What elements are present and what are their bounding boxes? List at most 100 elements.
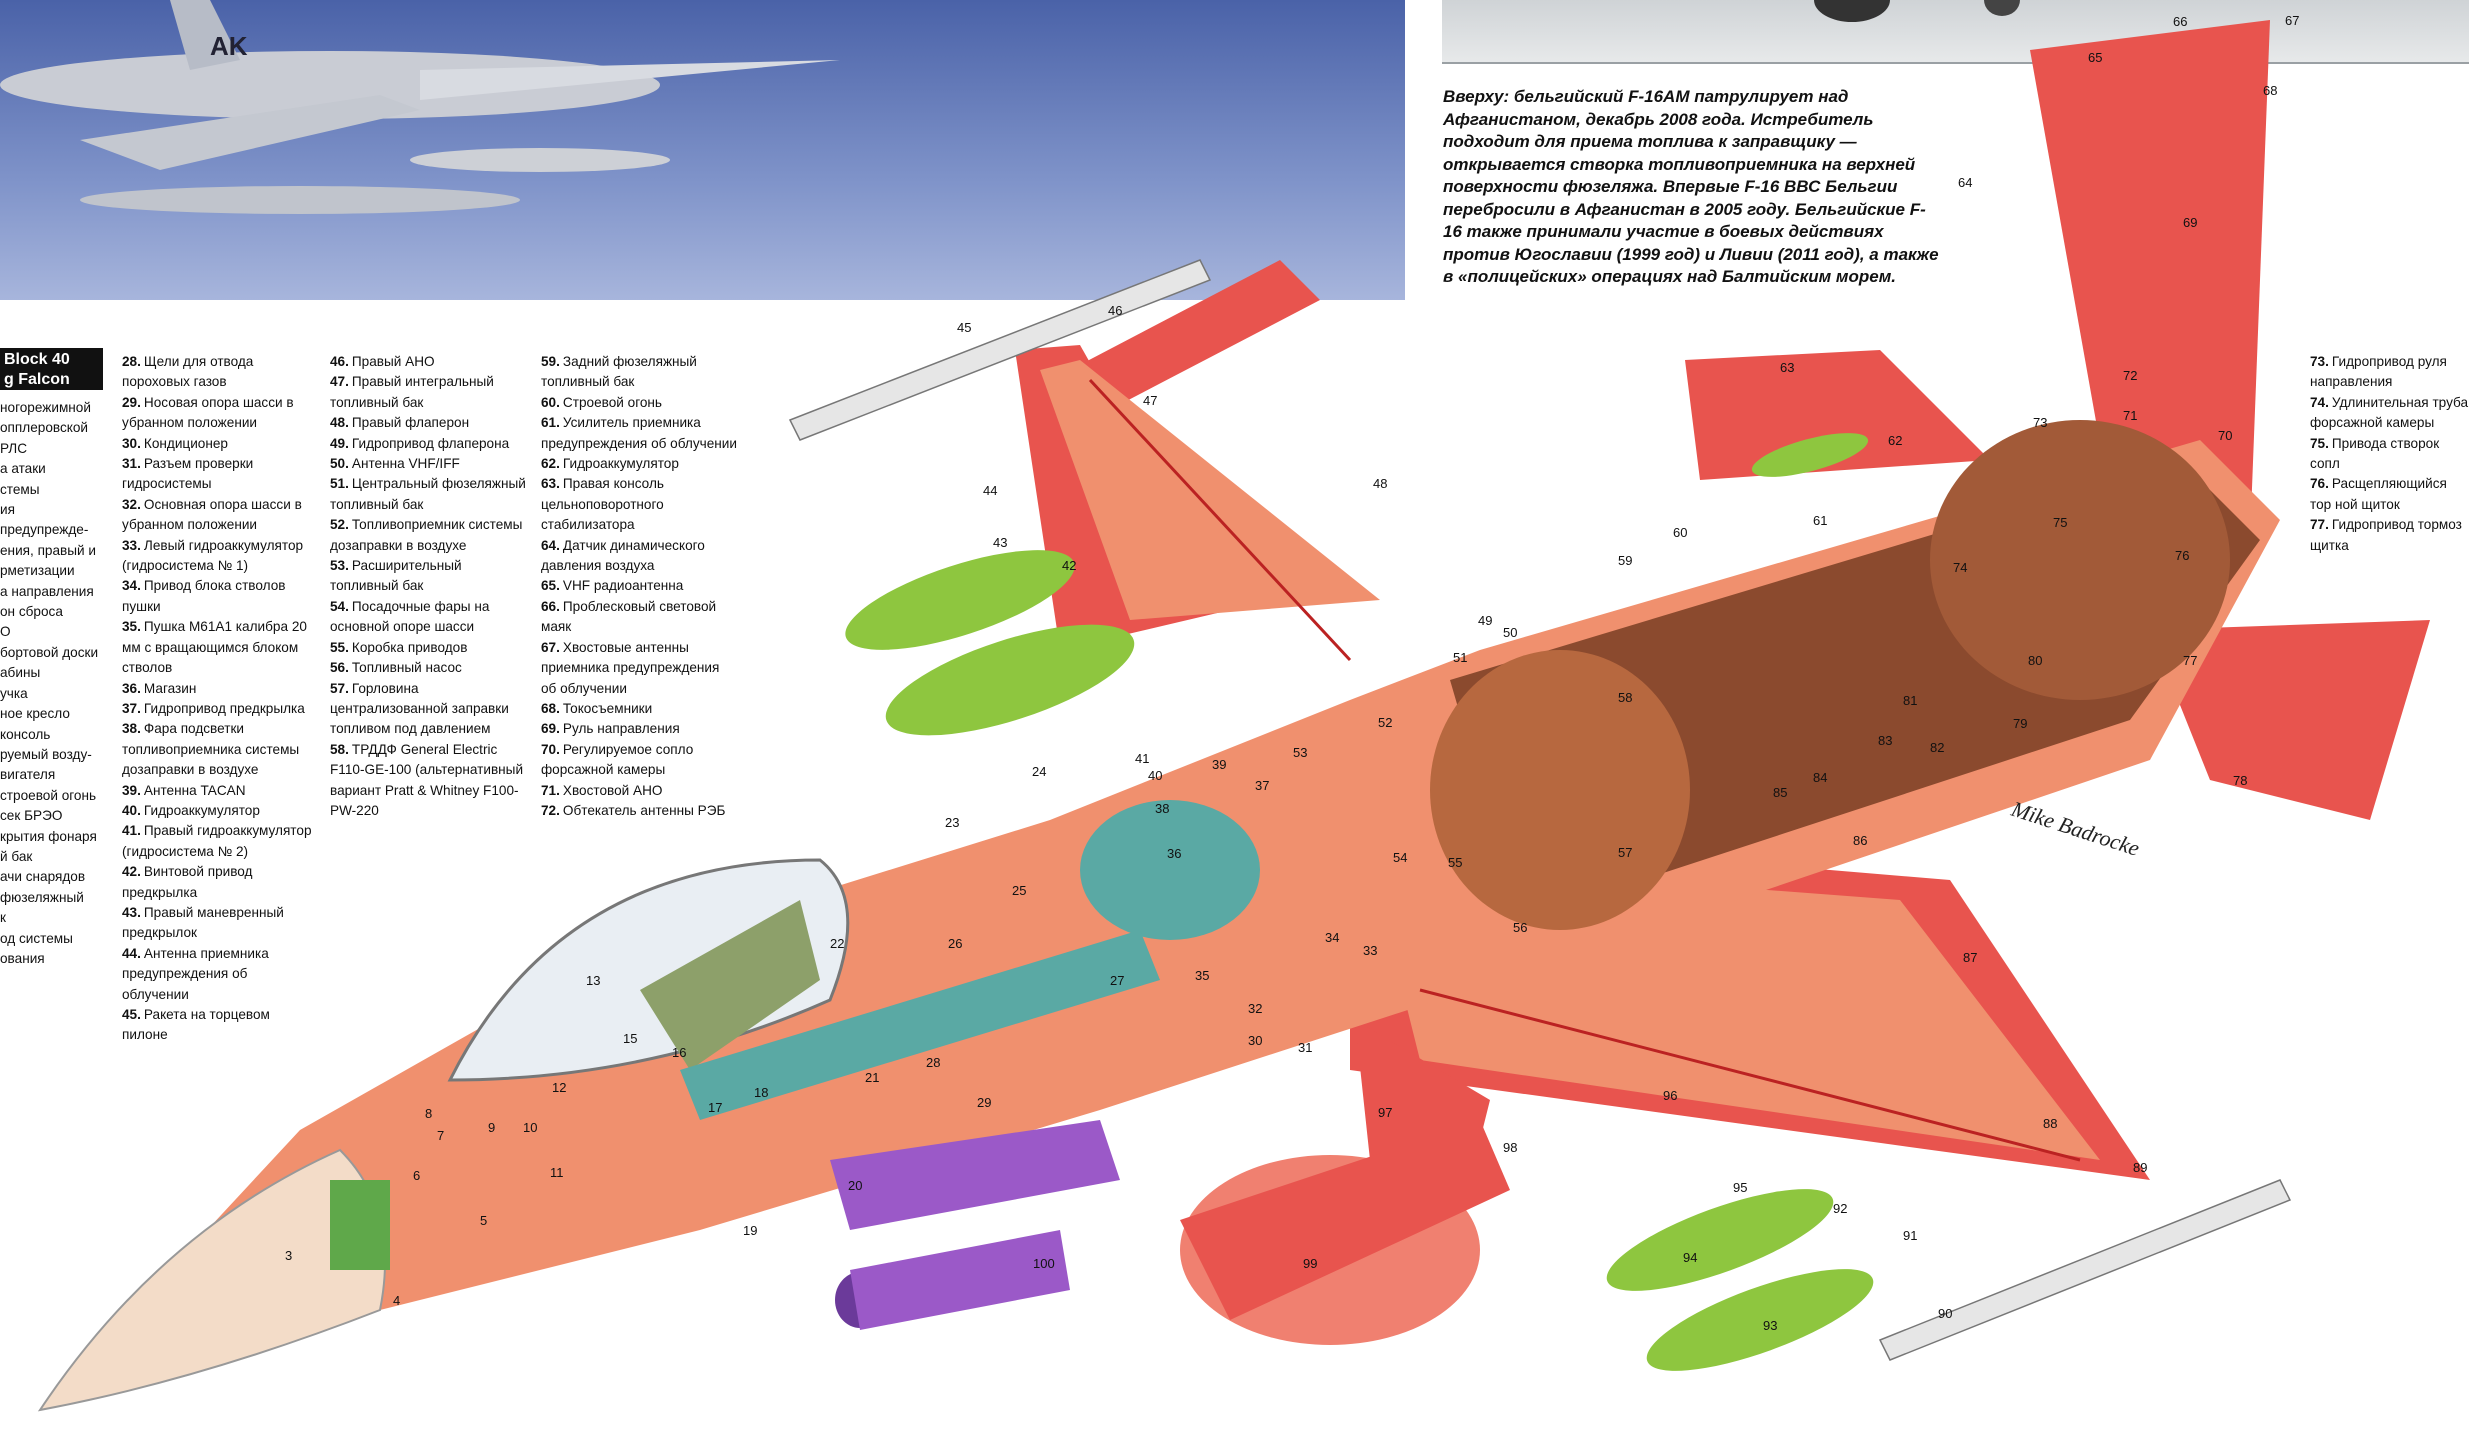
legend-item-number: 34. (122, 578, 141, 594)
callout-77: 77 (2183, 653, 2197, 668)
hydraulic-accumulator-62 (1751, 433, 1869, 477)
legend-partial-line: ачи снарядов (0, 869, 86, 885)
legend-item-number: 65. (541, 578, 560, 594)
legend-item: 32.Основная опора шасси в убранном полож… (122, 495, 312, 536)
legend-item-text: Строевой огонь (562, 394, 662, 410)
legend-item-text: Антенна приемника предупреждения об облу… (122, 945, 269, 1002)
legend-item-text: Топливоприемник системы дозаправки в воз… (330, 517, 523, 553)
legend-item-number: 30. (122, 435, 141, 451)
left-bomb-1 (1606, 1189, 1834, 1291)
callout-87: 87 (1963, 950, 1977, 965)
legend-item-number: 64. (541, 537, 560, 553)
callout-76: 76 (2175, 548, 2189, 563)
legend-partial-line: стемы (0, 481, 40, 497)
callout-22: 22 (830, 936, 844, 951)
legend-item: 73.Гидропривод руля направления (2310, 352, 2469, 393)
legend-item: 37.Гидропривод предкрылка (122, 699, 312, 719)
callout-49: 49 (1478, 613, 1492, 628)
callout-28: 28 (926, 1055, 940, 1070)
legend-item-text: Правый АНО (351, 354, 435, 369)
legend-item-number: 45. (122, 1007, 141, 1022)
legend-item-number: 49. (330, 435, 349, 451)
callout-15: 15 (623, 1031, 637, 1046)
callout-60: 60 (1673, 525, 1687, 540)
callout-8: 8 (425, 1106, 432, 1121)
legend-item-text: Токосъемники (562, 700, 653, 716)
right-wing-spar (1088, 378, 1352, 662)
legend-partial-line: консоль (0, 726, 51, 742)
callout-10: 10 (523, 1120, 537, 1135)
legend-item: 36.Магазин (122, 679, 312, 699)
callout-62: 62 (1888, 433, 1902, 448)
callout-86: 86 (1853, 833, 1867, 848)
legend-item-number: 70. (541, 741, 560, 757)
callout-57: 57 (1618, 845, 1632, 860)
legend-item: 60.Строевой огонь (541, 393, 737, 413)
callout-48: 48 (1373, 476, 1387, 491)
legend-item-text: ТРДДФ General Electric F110-GE-100 (альт… (330, 741, 524, 818)
legend-partial-line: опплеровской РЛС (0, 420, 89, 456)
callout-40: 40 (1148, 768, 1162, 783)
legend-item: 66.Проблесковый световой маяк (541, 597, 737, 638)
callout-92: 92 (1833, 1201, 1847, 1216)
callout-89: 89 (2133, 1160, 2147, 1175)
legend-item-number: 31. (122, 456, 141, 472)
legend-item-text: Ракета на торцевом пилоне (122, 1007, 270, 1043)
legend-item: 42.Винтовой привод предкрылка (122, 862, 312, 903)
callout-35: 35 (1195, 968, 1209, 983)
callout-69: 69 (2183, 215, 2197, 230)
legend-item-number: 75. (2310, 435, 2329, 451)
callout-75: 75 (2053, 515, 2067, 530)
callout-4: 4 (393, 1293, 400, 1308)
right-wingtip-missile (788, 259, 1212, 441)
callout-72: 72 (2123, 368, 2137, 383)
callout-83: 83 (1878, 733, 1892, 748)
legend-item-number: 39. (122, 782, 141, 798)
photo-tail-code: AK (210, 31, 248, 61)
legend-item-text: Кондиционер (143, 435, 228, 451)
callout-90: 90 (1938, 1306, 1952, 1321)
right-wing-fuel-tank (1040, 360, 1380, 620)
legend-item-number: 68. (541, 700, 560, 716)
legend-item-text: Правый гидроаккумулятор (гидросистема № … (122, 823, 312, 859)
legend-item-number: 50. (330, 456, 349, 472)
callout-44: 44 (983, 483, 997, 498)
legend-item: 44.Антенна приемника предупреждения об о… (122, 944, 312, 1005)
callout-53: 53 (1293, 745, 1307, 760)
legend-partial-line: бортовой доски (0, 644, 99, 660)
callout-45: 45 (957, 320, 971, 335)
legend-item-number: 58. (330, 741, 349, 757)
callout-23: 23 (945, 815, 959, 830)
legend-item-text: Датчик динамического давления воздуха (541, 537, 705, 574)
legend-item-number: 47. (330, 374, 349, 390)
legend-item: 29.Носовая опора шасси в убранном положе… (122, 393, 312, 434)
legend-item-number: 28. (122, 354, 141, 369)
callout-19: 19 (743, 1223, 757, 1238)
legend-item-text: Щели для отвода пороховых газов (122, 354, 254, 390)
legend-item: 38.Фара подсветки топливоприемника систе… (122, 719, 312, 780)
callout-84: 84 (1813, 770, 1827, 785)
legend-item: 46.Правый АНО (330, 352, 526, 372)
callout-27: 27 (1110, 973, 1124, 988)
legend-item-text: Левый гидроаккумулятор (гидросистема № 1… (122, 537, 304, 574)
right-bomb-2 (885, 624, 1135, 736)
f16-photo-drawing: AK (0, 0, 840, 214)
callout-3: 3 (285, 1248, 292, 1263)
centerline-fuel-tank (830, 1120, 1120, 1230)
callout-37: 37 (1255, 778, 1269, 793)
legend-item-number: 48. (330, 415, 349, 431)
callout-11: 11 (550, 1165, 564, 1180)
legend-item-text: Правый маневренный предкрылок (122, 904, 284, 941)
legend-item-text: Хвостовой АНО (562, 782, 663, 798)
legend-item: 77.Гидропривод тормоз щитка (2310, 515, 2469, 556)
legend-item: 50.Антенна VHF/IFF (330, 454, 526, 474)
legend-item: 61.Усилитель приемника предупреждения об… (541, 413, 737, 454)
callout-70: 70 (2218, 428, 2232, 443)
legend-item-text: Расщепляющийся тор ной щиток (2310, 476, 2447, 512)
legend-item-text: Регулируемое сопло форсажной камеры (541, 741, 694, 778)
engine-intake-face (1430, 650, 1690, 930)
left-wingtip-missile (1878, 1179, 2292, 1361)
legend-item: 62.Гидроаккумулятор (541, 454, 737, 474)
photo-strip-drawing (1814, 0, 2020, 22)
legend-partial-line: крытия фонаря (0, 828, 97, 844)
